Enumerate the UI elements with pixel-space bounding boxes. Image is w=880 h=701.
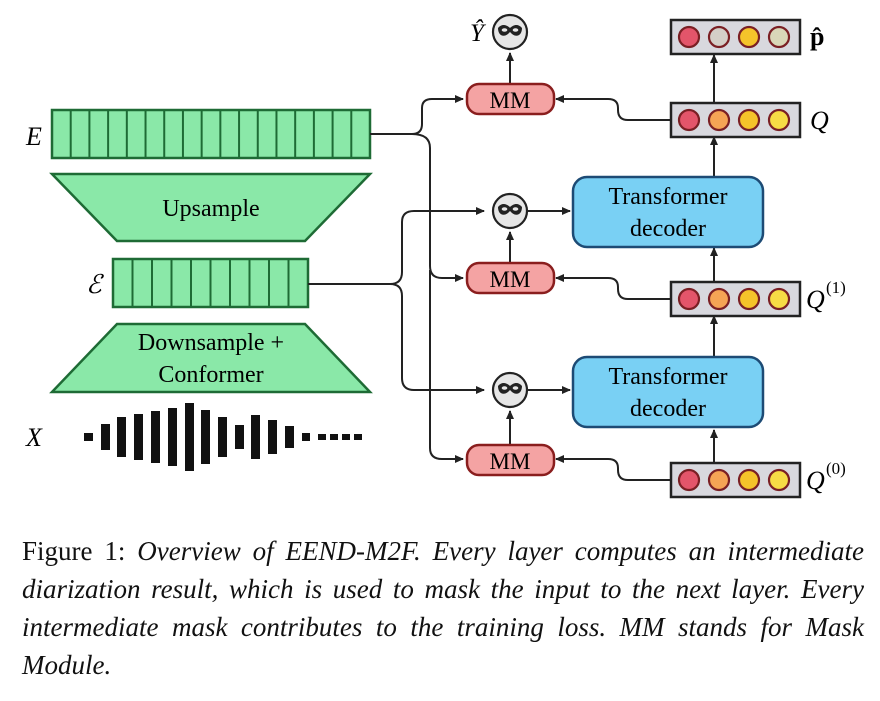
waveform-bar — [285, 426, 294, 448]
query-token-circle — [767, 108, 791, 132]
decoder-label-line1: Transformer — [608, 184, 727, 210]
query-token-circle — [737, 468, 761, 492]
query-token-circle — [737, 287, 761, 311]
connection-lines — [308, 52, 718, 481]
figure-caption: Figure 1: Overview of EEND-M2F. Every la… — [22, 532, 864, 684]
waveform-bar — [168, 408, 177, 466]
Ecal-embedding-bar — [111, 257, 310, 309]
label-Q1: Q — [806, 285, 825, 314]
waveform-bar — [101, 424, 110, 450]
waveform-bar — [84, 433, 93, 441]
query-token-circle — [707, 468, 731, 492]
label-E: E — [25, 122, 42, 151]
label-Ecal: ℰ — [86, 270, 104, 299]
waveform-bar — [185, 403, 194, 471]
upsample-label: Upsample — [162, 196, 259, 222]
query-token-circle — [767, 25, 791, 49]
query-token-circle — [737, 108, 761, 132]
mm-label: MM — [490, 88, 531, 113]
waveform-bar — [268, 420, 277, 454]
audio-waveform-icon — [84, 403, 362, 471]
transformer-decoder-lower: Transformer decoder — [571, 355, 765, 429]
query-token-circle — [707, 287, 731, 311]
query-token-circle — [767, 468, 791, 492]
label-Q0: Q — [806, 466, 825, 495]
query-token-circle — [677, 108, 701, 132]
query-box-phat — [669, 18, 802, 56]
label-X: X — [25, 423, 43, 452]
waveform-bar — [117, 417, 126, 457]
waveform-bar — [134, 414, 143, 460]
query-token-circle — [767, 287, 791, 311]
architecture-diagram: E Upsample ℰ Downsample + Conformer X — [25, 13, 846, 499]
upsample-block: Upsample — [49, 172, 373, 243]
downsample-label-line2: Conformer — [158, 362, 263, 388]
downsample-label-line1: Downsample + — [138, 330, 284, 356]
waveform-bar — [342, 434, 350, 440]
waveform-bar — [235, 425, 244, 449]
mask-icon-layer1 — [491, 371, 529, 409]
query-token-circle — [707, 25, 731, 49]
decoder-label-line1: Transformer — [608, 364, 727, 390]
waveform-bar — [302, 433, 310, 441]
label-Q: Q — [810, 106, 829, 135]
waveform-bar — [151, 411, 160, 463]
mask-icon-output — [491, 13, 529, 51]
query-box-Q — [669, 101, 802, 139]
query-token-circle — [707, 108, 731, 132]
caption-prefix: Figure 1: — [22, 536, 126, 566]
downsample-conformer-block: Downsample + Conformer — [49, 322, 373, 394]
mask-module-middle: MM — [465, 261, 556, 295]
waveform-bar — [354, 434, 362, 440]
label-Yhat: Ŷ — [470, 19, 487, 47]
query-token-circle — [677, 25, 701, 49]
waveform-bar — [218, 417, 227, 457]
waveform-bar — [318, 434, 326, 440]
query-token-circle — [737, 25, 761, 49]
mask-module-bottom: MM — [465, 443, 556, 477]
decoder-label-line2: decoder — [630, 396, 706, 422]
waveform-bar — [330, 434, 338, 440]
label-phat: p̂ — [810, 22, 824, 51]
query-box-Q1 — [669, 280, 802, 318]
E-embedding-bar — [50, 108, 372, 160]
waveform-bar — [251, 415, 260, 459]
label-Q0-superscript: (0) — [826, 459, 846, 478]
transformer-decoder-upper: Transformer decoder — [571, 175, 765, 249]
caption-text: Overview of EEND-M2F. Every layer comput… — [22, 536, 865, 680]
mm-label: MM — [490, 449, 531, 474]
mask-icon-layer2 — [491, 192, 529, 230]
mm-label: MM — [490, 267, 531, 292]
query-box-Q0 — [669, 461, 802, 499]
waveform-bar — [201, 410, 210, 464]
query-token-circle — [677, 468, 701, 492]
query-token-circle — [677, 287, 701, 311]
decoder-label-line2: decoder — [630, 216, 706, 242]
label-Q1-superscript: (1) — [826, 278, 846, 297]
mask-module-top: MM — [465, 82, 556, 116]
